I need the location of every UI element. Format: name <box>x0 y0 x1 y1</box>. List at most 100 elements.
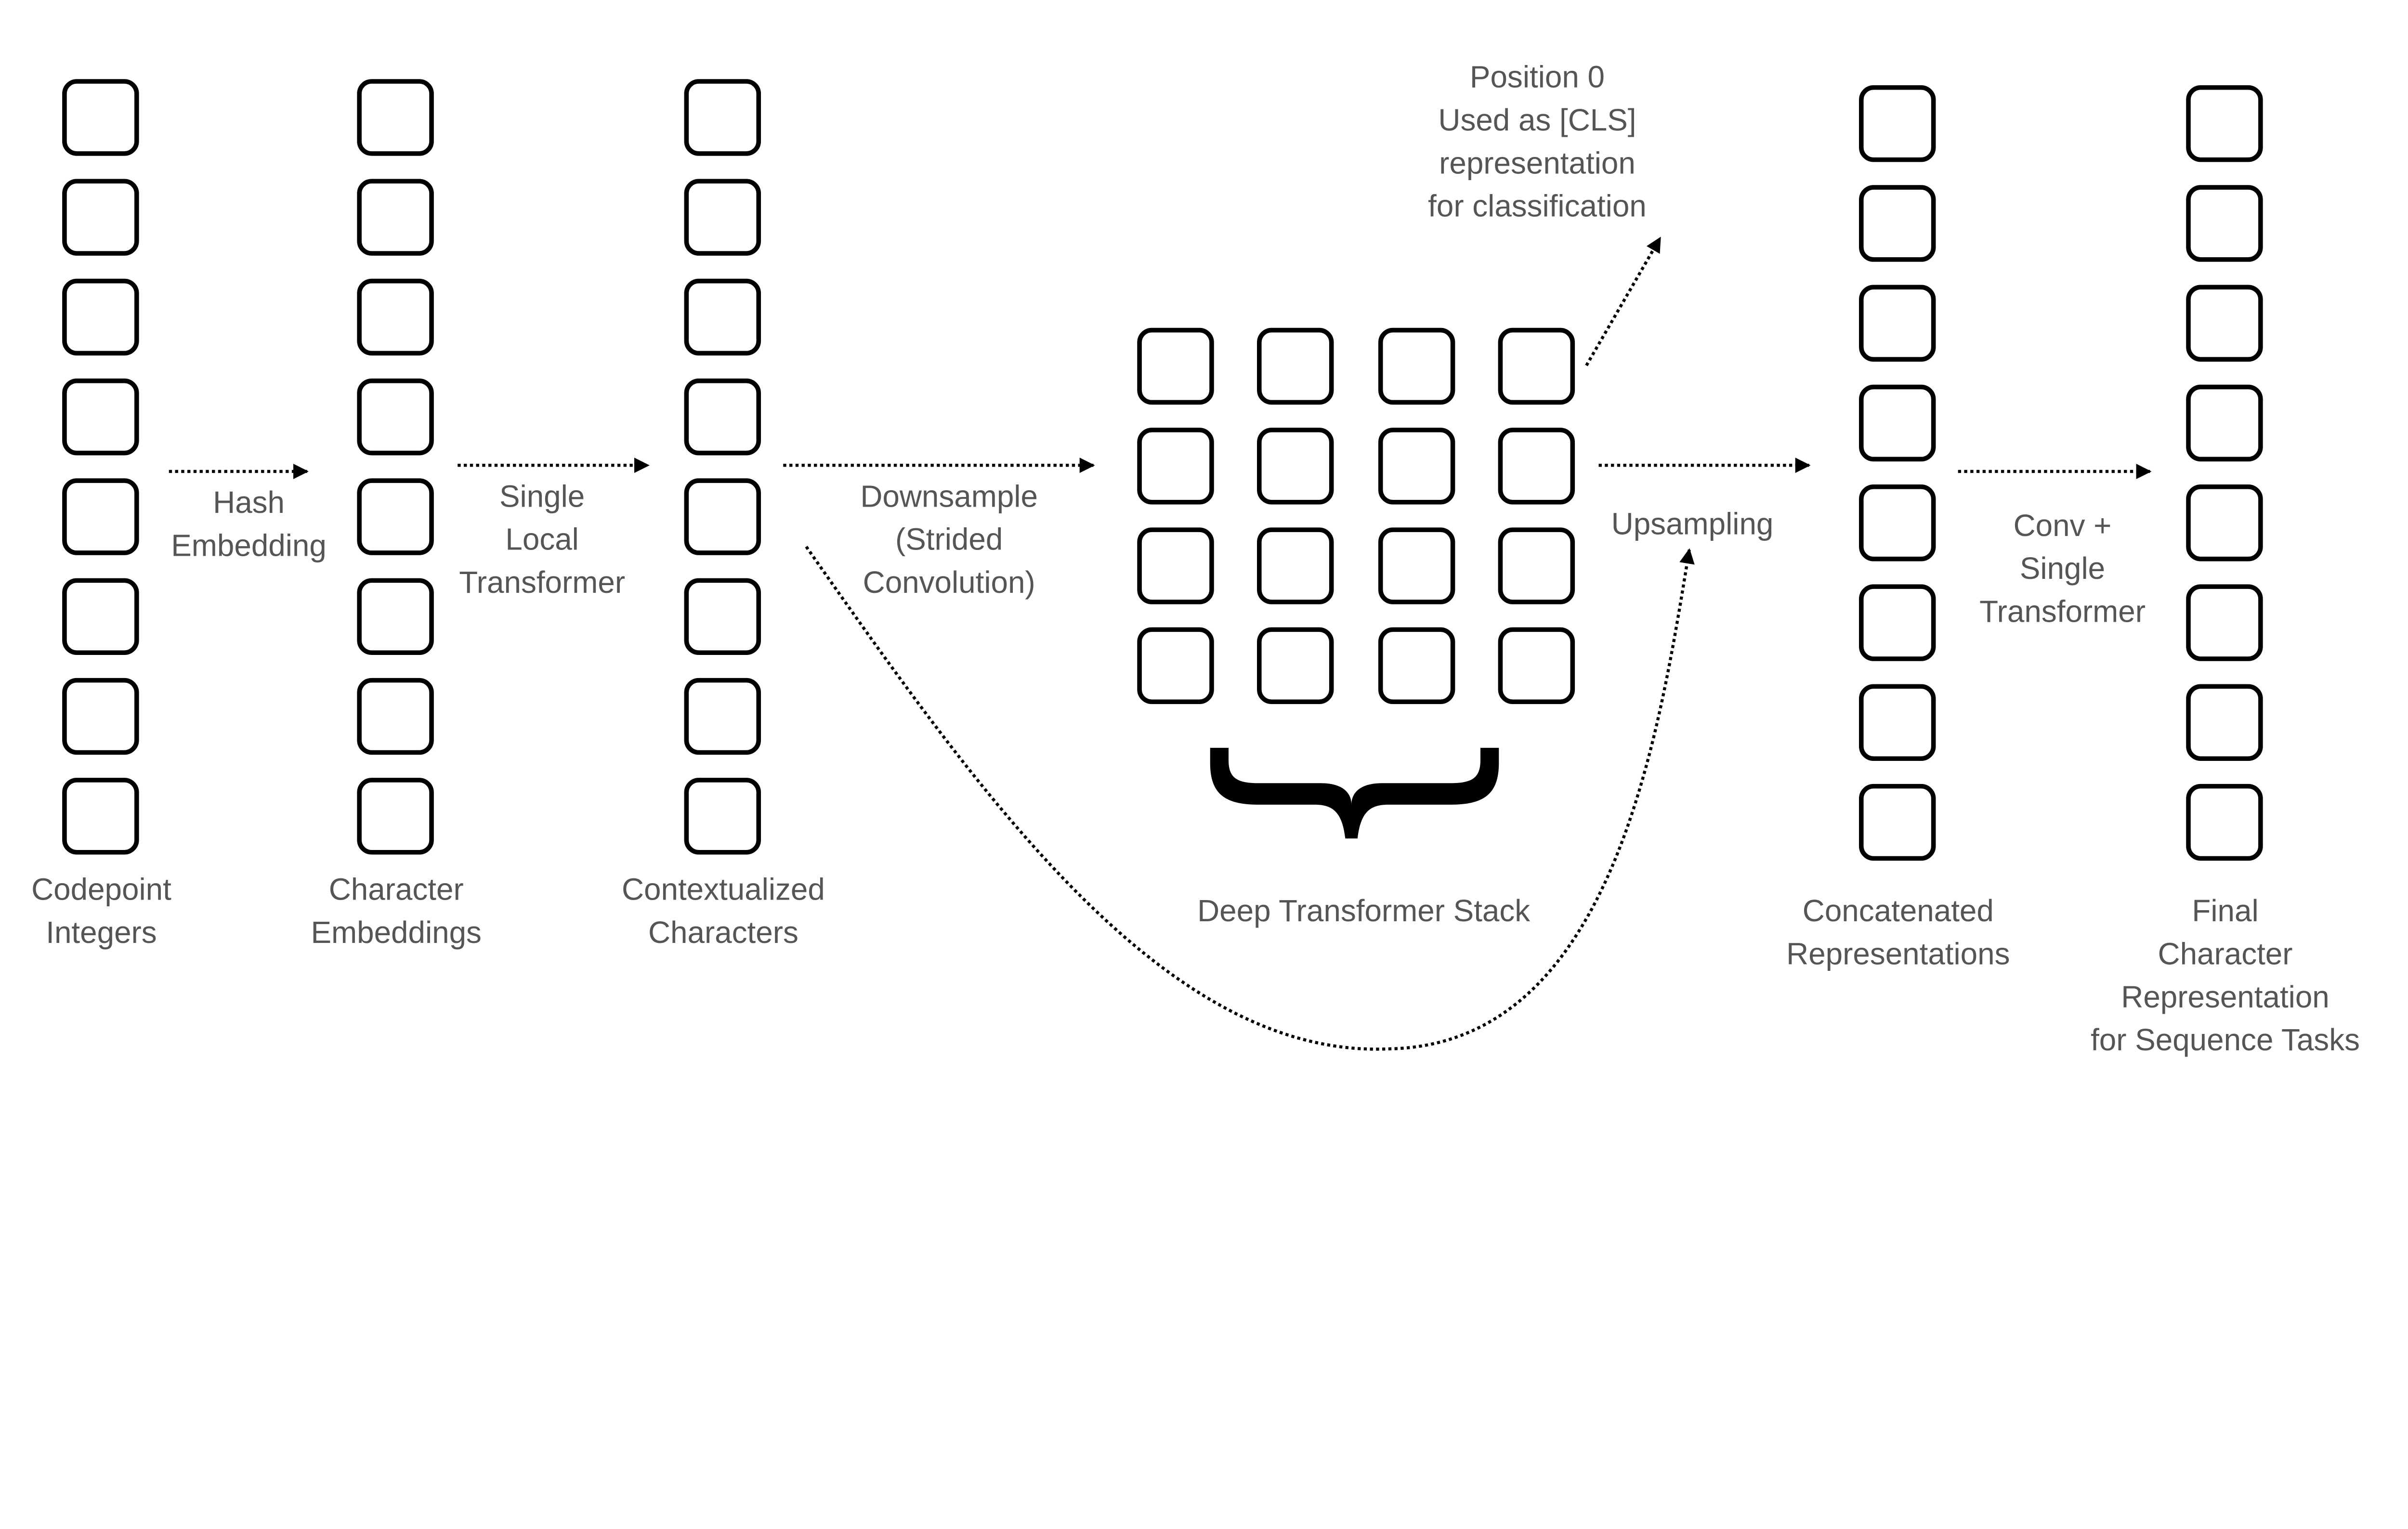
final-label-line: Representation <box>2121 980 2329 1014</box>
contextual-label-line: Contextualized <box>622 872 825 907</box>
cls-label-line: Used as [CLS] <box>1438 103 1636 137</box>
cls-label-line: for classification <box>1428 189 1647 223</box>
codepoint-label-line: Codepoint <box>31 872 171 907</box>
cls-label: Position 0 Used as [CLS] representation for… <box>1428 60 1647 223</box>
codepoint-box <box>62 578 139 655</box>
final-box <box>2186 285 2263 362</box>
contextual-label-line: Characters <box>648 915 798 950</box>
codepoint-box <box>62 678 139 755</box>
conv-label-line: Transformer <box>1979 594 2146 628</box>
concat-box <box>1859 85 1936 162</box>
concat-box <box>1859 784 1936 861</box>
char-emb-label-line: Character <box>329 872 464 907</box>
final-box <box>2186 484 2263 562</box>
residual-skip-arrow <box>805 546 1695 1051</box>
contextual-box <box>684 379 761 456</box>
stack-box <box>1378 428 1455 505</box>
stack-box <box>1257 527 1334 604</box>
char-emb-box <box>357 478 434 555</box>
char-emb-box <box>357 778 434 855</box>
stack-box <box>1137 327 1214 405</box>
stack-box <box>1257 327 1334 405</box>
concat-box <box>1859 484 1936 562</box>
final-label-line: Character <box>2158 937 2293 971</box>
char-emb-label-line: Embeddings <box>311 915 481 950</box>
concat-box <box>1859 584 1936 661</box>
codepoint-box <box>62 379 139 456</box>
local-label-line: Transformer <box>459 565 625 600</box>
final-box <box>2186 85 2263 162</box>
downsample-label-line: Convolution) <box>863 565 1035 600</box>
conv-label-line: Conv + <box>2014 508 2112 543</box>
downsample-label-line: Downsample <box>860 479 1038 513</box>
contextual-box <box>684 578 761 655</box>
local-label-line: Single <box>499 479 585 513</box>
concat-box <box>1859 285 1936 362</box>
stack-label: Deep Transformer Stack <box>1197 893 1530 928</box>
local-label-line: Local <box>505 522 578 557</box>
final-box <box>2186 784 2263 861</box>
stack-box <box>1378 627 1455 705</box>
stack-box <box>1498 327 1575 405</box>
stack-box <box>1378 327 1455 405</box>
boxes <box>62 79 2263 861</box>
upsampling-label-line: Upsampling <box>1611 507 1774 541</box>
codepoint-box <box>62 778 139 855</box>
stack-box <box>1498 428 1575 505</box>
downsample-label-line: (Strided <box>895 522 1003 557</box>
contextual-box <box>684 678 761 755</box>
stack-box <box>1498 627 1575 705</box>
stack-box <box>1498 527 1575 604</box>
char-emb-box <box>357 678 434 755</box>
stack-box <box>1137 527 1214 604</box>
codepoint-box <box>62 478 139 555</box>
char-emb-box <box>357 179 434 256</box>
contextual-box <box>684 778 761 855</box>
final-box <box>2186 584 2263 661</box>
codepoint-box <box>62 79 139 156</box>
stack-box <box>1257 627 1334 705</box>
char-emb-box <box>357 578 434 655</box>
stack-box <box>1257 428 1334 505</box>
concat-label-line: Concatenated <box>1803 893 1994 928</box>
stack-box <box>1137 428 1214 505</box>
cls-label-line: representation <box>1439 145 1636 180</box>
char-emb-box <box>357 79 434 156</box>
upsampling-label: Upsampling <box>1611 507 1774 541</box>
char-emb-box <box>357 278 434 356</box>
final-label-line: Final <box>2192 893 2258 928</box>
conv-label-line: Single <box>2020 551 2105 586</box>
final-box <box>2186 185 2263 262</box>
stack-box <box>1137 627 1214 705</box>
hash-label-line: Embedding <box>171 528 327 562</box>
codepoint-box <box>62 278 139 356</box>
char-emb-box <box>357 379 434 456</box>
cls-arrow <box>1585 236 1662 366</box>
concat-box <box>1859 185 1936 262</box>
concat-box <box>1859 384 1936 462</box>
concat-label-line: Representations <box>1786 937 2010 971</box>
stack-box <box>1378 527 1455 604</box>
codepoint-label-line: Integers <box>46 915 157 950</box>
concat-box <box>1859 684 1936 761</box>
contextual-box <box>684 478 761 555</box>
hash-label-line: Hash <box>213 485 285 520</box>
final-label-line: for Sequence Tasks <box>2091 1022 2360 1057</box>
cls-label-line: Position 0 <box>1470 60 1605 94</box>
final-box <box>2186 384 2263 462</box>
contextual-box <box>684 278 761 356</box>
contextual-box <box>684 179 761 256</box>
final-box <box>2186 684 2263 761</box>
stack-brace <box>1210 747 1499 839</box>
